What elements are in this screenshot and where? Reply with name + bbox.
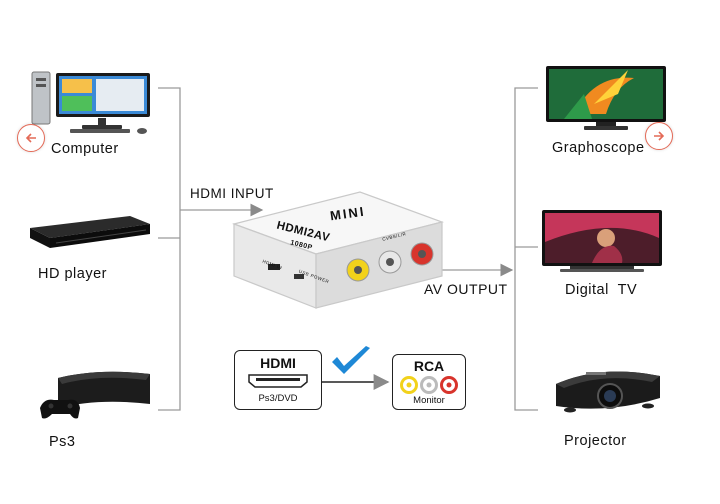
- left-bracket-line: [158, 87, 181, 411]
- prev-slide-button[interactable]: [17, 124, 45, 152]
- next-slide-button[interactable]: [645, 122, 673, 150]
- right-bracket-line: [514, 87, 538, 411]
- computer-icon: [30, 70, 155, 135]
- device-label-digital-tv: Digital TV: [565, 282, 638, 298]
- av-output-label: AV OUTPUT: [424, 281, 508, 297]
- rca-target-title: RCA: [413, 358, 445, 374]
- rca-target-box: RCA Monitor: [392, 354, 466, 410]
- device-label-projector: Projector: [564, 433, 627, 449]
- hdmi-source-box: HDMI Ps3/DVD: [234, 350, 322, 410]
- device-label-hd-player: HD player: [38, 266, 107, 282]
- rca-target-subtitle: Monitor: [413, 395, 445, 406]
- projector-icon: [552, 362, 664, 420]
- hdmi-plug-icon: [248, 374, 308, 388]
- device-label-computer: Computer: [51, 141, 119, 157]
- dvd-player-icon: [26, 214, 154, 252]
- device-label-graphoscope: Graphoscope: [552, 140, 645, 156]
- hdmi-input-label: HDMI INPUT: [190, 186, 274, 201]
- checkmark-icon: [330, 346, 372, 378]
- game-console-icon: [38, 368, 158, 423]
- tv-icon: [540, 208, 664, 274]
- converter-box: [232, 190, 444, 310]
- hdmi-source-subtitle: Ps3/DVD: [258, 393, 298, 404]
- device-label-ps3: Ps3: [49, 434, 76, 450]
- arrow-left-icon: [25, 133, 36, 143]
- rca-jacks-icon: [400, 376, 458, 394]
- arrow-right-icon: [654, 131, 665, 141]
- monitor-icon: [544, 64, 668, 132]
- hdmi-source-title: HDMI: [260, 355, 296, 371]
